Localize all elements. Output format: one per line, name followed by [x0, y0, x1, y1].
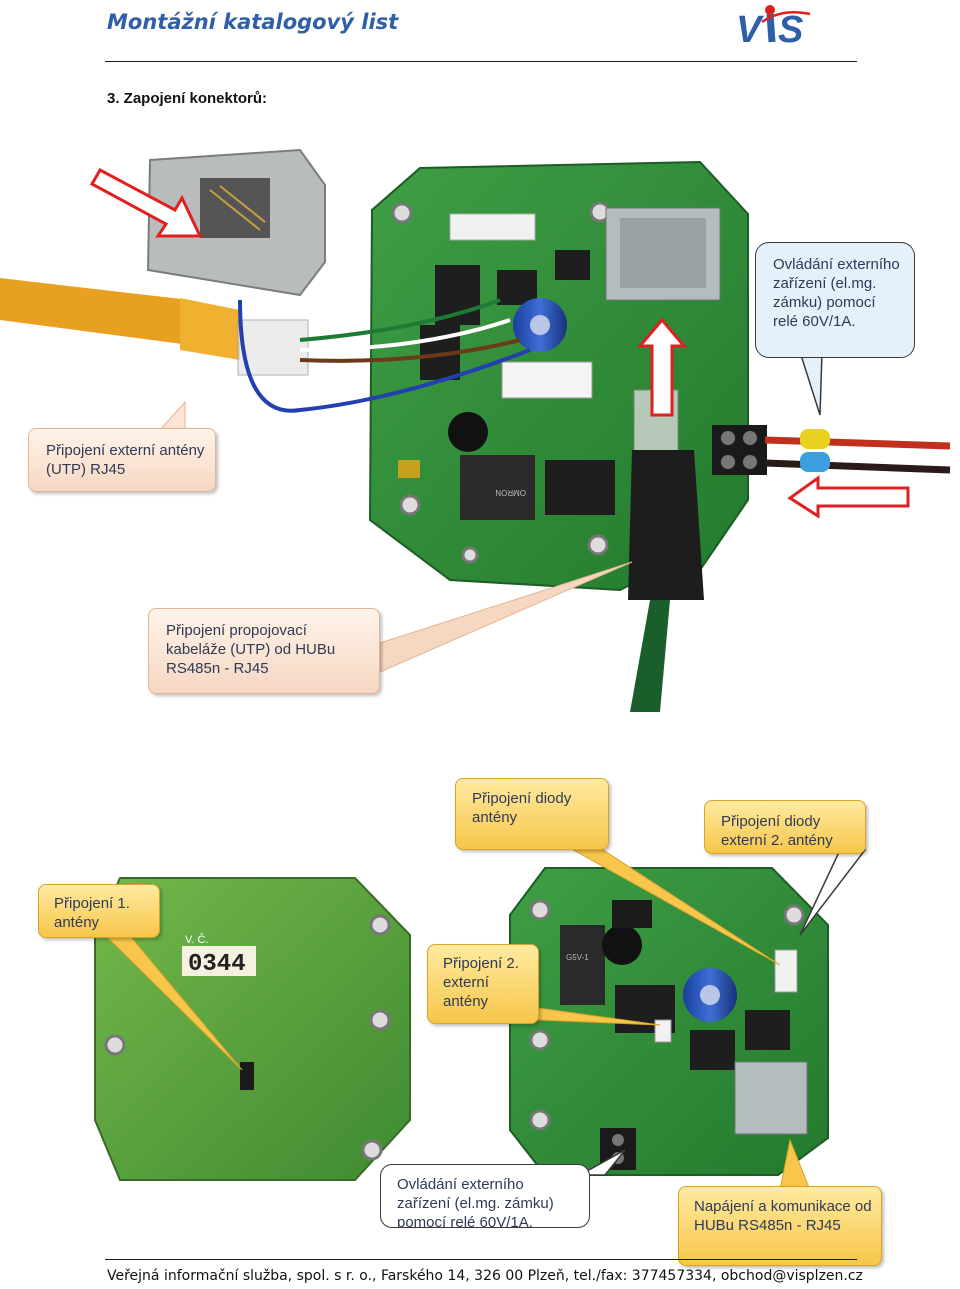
bottom-right-pcb-photo: G5V-1	[509, 867, 829, 1176]
callout-hub-cable: Připojení propojovací kabeláže (UTP) od …	[148, 608, 380, 694]
callout-hub-cable-text: Připojení propojovací kabeláže (UTP) od …	[166, 622, 336, 677]
callout-power-comm: Napájení a komunikace od HUBu RS485n - R…	[678, 1186, 882, 1266]
callout-external-device-2: Ovládání externího zařízení (el.mg. zámk…	[380, 1164, 590, 1228]
relay-label: OMRON	[495, 488, 526, 497]
header-rule	[105, 61, 857, 62]
document-title: Montážní katalogový list	[107, 10, 399, 34]
relay-label-2: G5V-1	[566, 953, 589, 962]
callout-external-device: Ovládání externího zařízení (el.mg. zámk…	[755, 242, 915, 358]
callout-antenna1-text: Připojení 1. antény	[54, 895, 130, 931]
callout-power-comm-text: Napájení a komunikace od HUBu RS485n - R…	[694, 1198, 872, 1234]
pointer-hub-cable	[379, 561, 633, 673]
footer-contact: Veřejná informační služba, spol. s r. o.…	[107, 1268, 863, 1284]
pointer-external-device-2	[577, 1149, 626, 1176]
pointer-external-device	[798, 351, 823, 416]
callout-diode-antenna-text: Připojení diody antény	[472, 790, 572, 826]
callout-antenna1: Připojení 1. antény	[38, 884, 160, 938]
vis-logo: V S	[736, 5, 811, 50]
callout-diode-ext2-text: Připojení diody externí 2. antény	[721, 813, 833, 849]
footer-rule	[105, 1259, 857, 1260]
callout-external-device-2-text: Ovládání externího zařízení (el.mg. zámk…	[397, 1176, 554, 1228]
svg-text:S: S	[778, 9, 803, 50]
callout-antenna-rj45: Připojení externí antény (UTP) RJ45	[28, 428, 216, 492]
svg-text:V: V	[736, 9, 764, 50]
serial-tag: V. Č.	[185, 933, 208, 946]
callout-diode-antenna: Připojení diody antény	[455, 778, 609, 850]
pointer-antenna-rj45	[158, 400, 186, 431]
section-title: 3. Zapojení konektorů:	[107, 90, 268, 107]
pointer-diode-ext2	[799, 849, 867, 936]
callout-external-device-text: Ovládání externího zařízení (el.mg. zámk…	[773, 256, 900, 330]
callout-diode-ext2: Připojení diody externí 2. antény	[704, 800, 866, 854]
callout-antenna-ext2: Připojení 2. externí antény	[427, 944, 539, 1024]
top-pcb-photo: OMRON	[0, 148, 951, 712]
serial-number: 0344	[188, 951, 246, 978]
callout-antenna-rj45-text: Připojení externí antény (UTP) RJ45	[46, 442, 205, 478]
callout-antenna-ext2-text: Připojení 2. externí antény	[443, 955, 519, 1010]
